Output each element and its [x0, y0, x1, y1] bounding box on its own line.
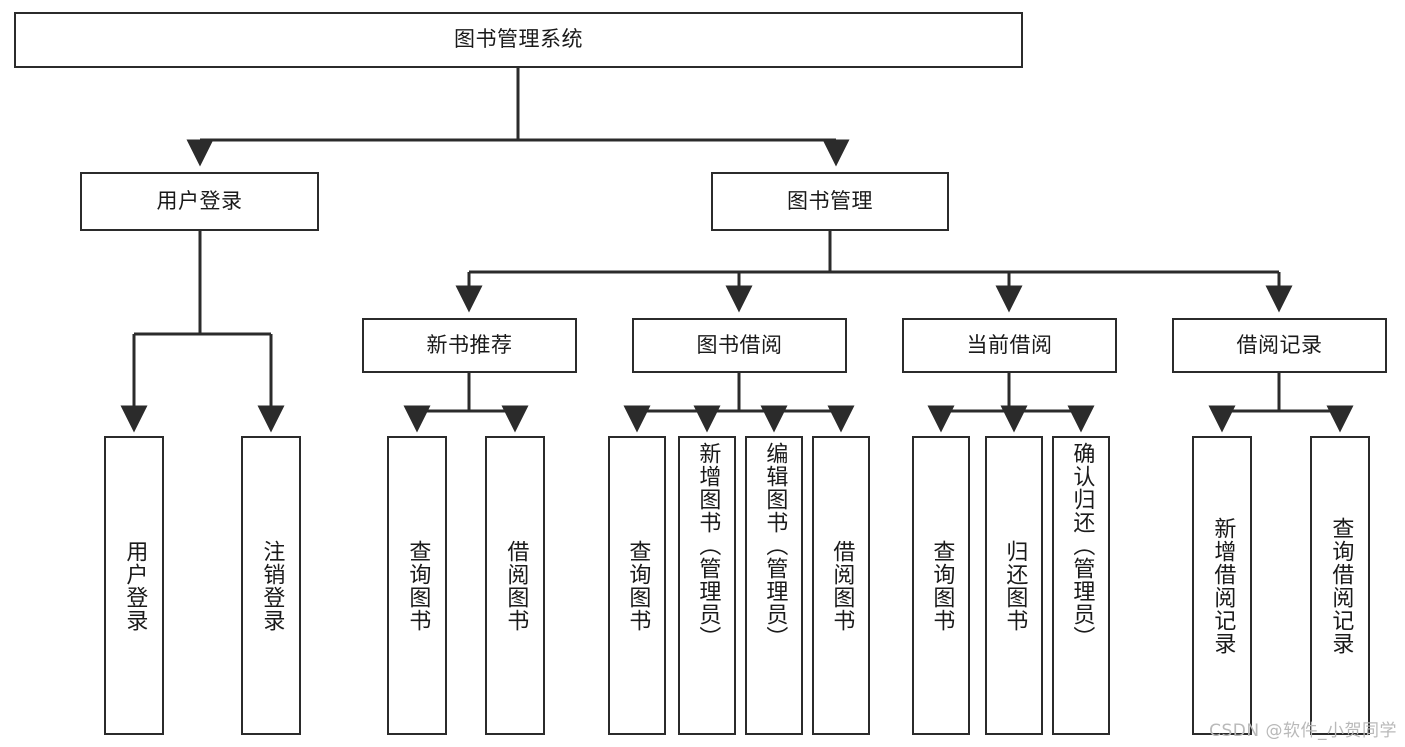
node-root-system[interactable]: 图书管理系统 [14, 12, 1023, 68]
node-leaf-return-book-label: 归还图书 [1002, 539, 1028, 632]
node-leaf-query-book-3-label: 查询图书 [929, 539, 955, 632]
node-leaf-add-record-label: 新增借阅记录 [1210, 516, 1236, 655]
node-current-borrow[interactable]: 当前借阅 [902, 318, 1117, 373]
node-leaf-query-record[interactable]: 查询借阅记录 [1310, 436, 1370, 735]
node-leaf-query-book-1-label: 查询图书 [405, 539, 431, 632]
node-user-login-label: 用户登录 [156, 188, 243, 213]
node-leaf-edit-book[interactable]: 编辑图书（管理员） [745, 436, 803, 735]
node-leaf-logout[interactable]: 注销登录 [241, 436, 301, 735]
node-leaf-return-book[interactable]: 归还图书 [985, 436, 1043, 735]
node-leaf-add-book-label: 新增图书（管理员） [695, 442, 721, 649]
node-leaf-borrow-book-2-label: 借阅图书 [829, 539, 855, 632]
node-leaf-query-book-2-label: 查询图书 [625, 539, 651, 632]
node-leaf-logout-label: 注销登录 [259, 539, 285, 632]
node-new-book-rec-label: 新书推荐 [426, 332, 513, 357]
node-borrow-record-label: 借阅记录 [1236, 332, 1323, 357]
node-leaf-user-login[interactable]: 用户登录 [104, 436, 164, 735]
node-leaf-confirm-return-label: 确认归还（管理员） [1069, 442, 1095, 649]
node-book-manage[interactable]: 图书管理 [711, 172, 949, 231]
node-leaf-borrow-book-2[interactable]: 借阅图书 [812, 436, 870, 735]
node-leaf-add-record[interactable]: 新增借阅记录 [1192, 436, 1252, 735]
node-leaf-edit-book-label: 编辑图书（管理员） [762, 442, 788, 649]
watermark-credit: CSDN @软件_小贺同学 [1209, 721, 1397, 741]
node-leaf-add-book[interactable]: 新增图书（管理员） [678, 436, 736, 735]
node-user-login[interactable]: 用户登录 [80, 172, 319, 231]
node-leaf-borrow-book-1-label: 借阅图书 [503, 539, 529, 632]
node-leaf-query-book-3[interactable]: 查询图书 [912, 436, 970, 735]
node-root-label: 图书管理系统 [454, 27, 583, 52]
node-leaf-query-record-label: 查询借阅记录 [1328, 516, 1354, 655]
node-leaf-confirm-return[interactable]: 确认归还（管理员） [1052, 436, 1110, 735]
node-book-borrow[interactable]: 图书借阅 [632, 318, 847, 373]
node-book-borrow-label: 图书借阅 [696, 332, 783, 357]
node-leaf-user-login-label: 用户登录 [122, 539, 148, 632]
node-leaf-query-book-2[interactable]: 查询图书 [608, 436, 666, 735]
node-current-borrow-label: 当前借阅 [966, 332, 1053, 357]
node-leaf-query-book-1[interactable]: 查询图书 [387, 436, 447, 735]
node-borrow-record[interactable]: 借阅记录 [1172, 318, 1387, 373]
node-book-manage-label: 图书管理 [787, 188, 873, 213]
node-leaf-borrow-book-1[interactable]: 借阅图书 [485, 436, 545, 735]
node-new-book-rec[interactable]: 新书推荐 [362, 318, 577, 373]
